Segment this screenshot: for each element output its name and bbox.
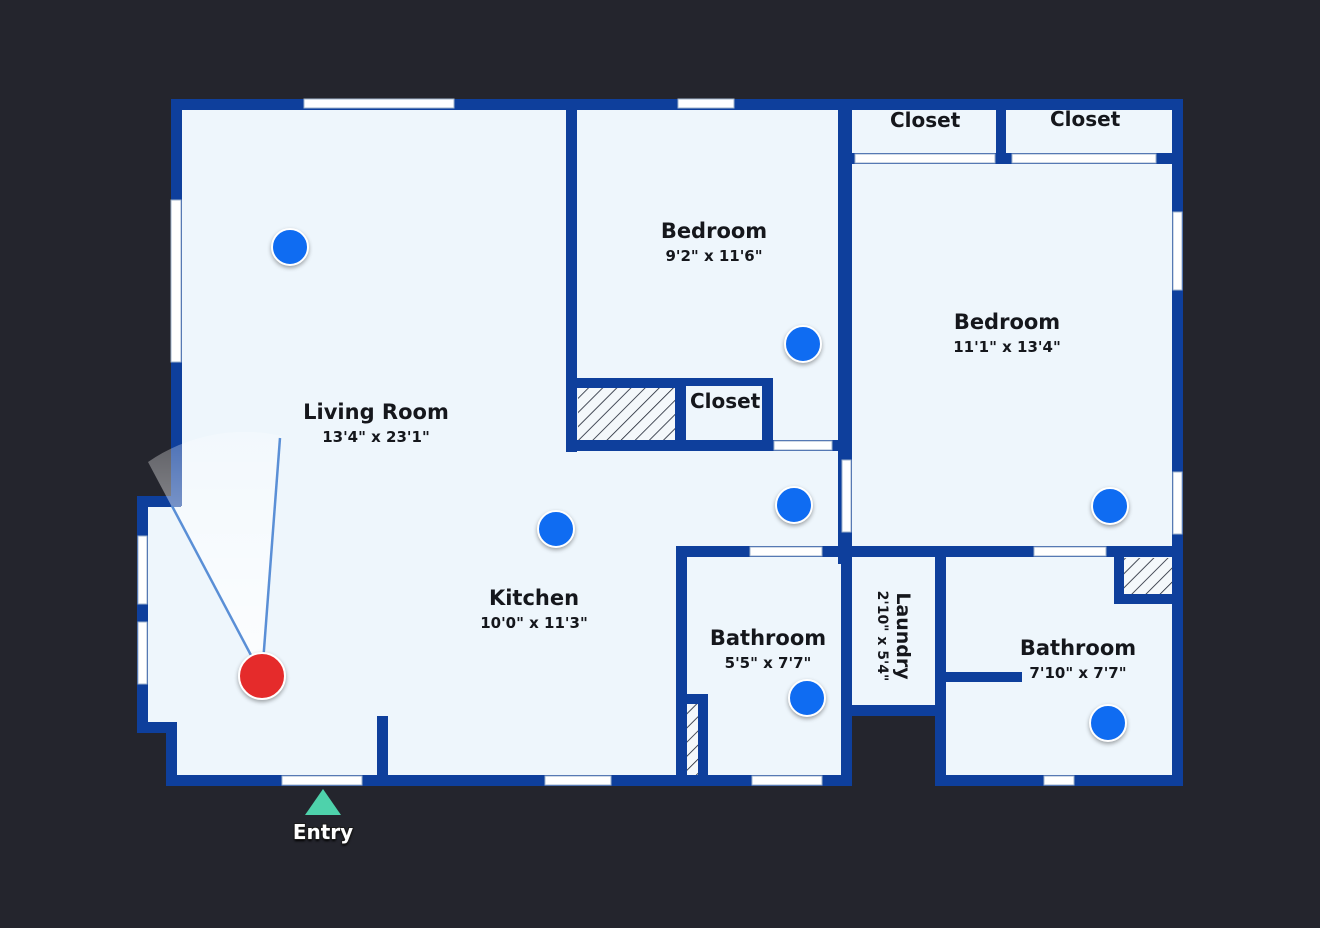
room-dimensions: 2'10" x 5'4" <box>874 590 890 682</box>
room-label-bedroom-1: Bedroom 9'2" x 11'6" <box>661 219 767 265</box>
room-dimensions: 7'10" x 7'7" <box>1029 664 1127 682</box>
closet-label: Closet <box>690 389 761 413</box>
view-cone <box>148 431 282 677</box>
shaft-hatch <box>1124 558 1172 594</box>
panorama-marker[interactable] <box>1091 487 1129 525</box>
room-dimensions: 9'2" x 11'6" <box>665 247 763 265</box>
panorama-marker[interactable] <box>271 228 309 266</box>
closet-label: Closet <box>1050 107 1121 131</box>
closet-label: Closet <box>890 108 961 132</box>
room-name: Bedroom <box>953 310 1061 334</box>
panorama-marker[interactable] <box>784 325 822 363</box>
room-label-bathroom-2: Bathroom 7'10" x 7'7" <box>1020 636 1136 682</box>
room-name: Bathroom <box>709 626 827 650</box>
room-dimensions: 11'1" x 13'4" <box>953 338 1061 356</box>
room-name: Living Room <box>303 400 449 424</box>
room-label-bedroom-2: Bedroom 11'1" x 13'4" <box>953 310 1061 356</box>
current-location-marker[interactable] <box>238 652 286 700</box>
panorama-marker[interactable] <box>1089 704 1127 742</box>
room-dimensions: 5'5" x 7'7" <box>724 654 812 672</box>
room-name: Bathroom <box>1019 636 1137 660</box>
room-dimensions: 13'4" x 23'1" <box>322 428 430 446</box>
windows <box>137 98 1183 786</box>
room-dimensions: 10'0" x 11'3" <box>480 614 588 632</box>
room-name: Laundry <box>892 592 914 680</box>
room-name: Bedroom <box>660 219 768 243</box>
panorama-marker[interactable] <box>537 510 575 548</box>
shaft-hatch <box>686 704 698 776</box>
room-label-bathroom-1: Bathroom 5'5" x 7'7" <box>710 626 826 672</box>
room-label-kitchen: Kitchen 10'0" x 11'3" <box>480 586 588 632</box>
room-label-laundry: Laundry 2'10" x 5'4" <box>874 591 914 682</box>
shaft-hatch <box>578 388 675 440</box>
room-name: Kitchen <box>488 586 580 610</box>
room-label-living: Living Room 13'4" x 23'1" <box>303 400 449 446</box>
entry-label: Entry <box>292 820 354 844</box>
panorama-marker[interactable] <box>788 679 826 717</box>
panorama-marker[interactable] <box>775 486 813 524</box>
entry-arrow-icon[interactable] <box>305 789 341 815</box>
